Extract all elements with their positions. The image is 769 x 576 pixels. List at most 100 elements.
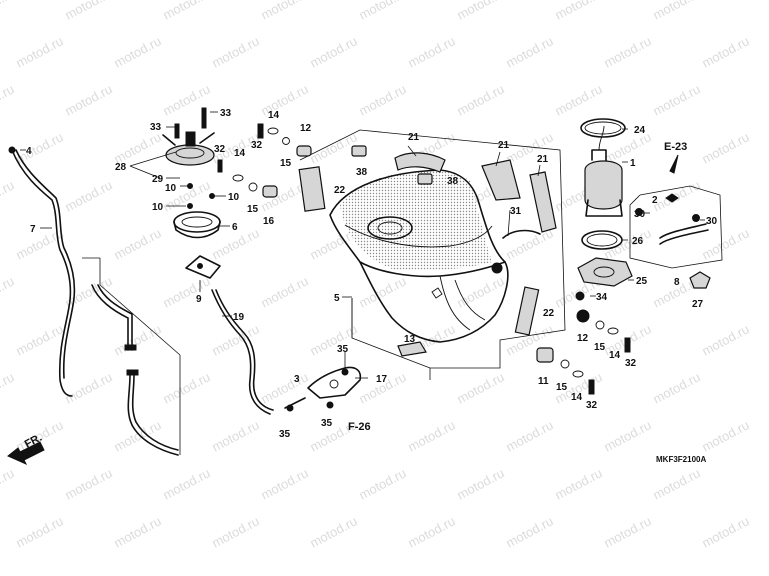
watermark-text: motod.ru (0, 177, 17, 214)
e23-arrow (669, 154, 679, 174)
fuel-tank-inner-line (344, 224, 493, 248)
callout-25: 25 (636, 276, 648, 287)
drain-tube-19 (211, 289, 271, 415)
callout-8: 8 (674, 277, 680, 288)
diagram-code: MKF3F2100A (656, 455, 706, 464)
screw-10c (187, 203, 193, 209)
filler-cap-lock (185, 131, 196, 147)
callout-27: 27 (692, 299, 704, 310)
bolt-32c (624, 337, 631, 353)
watermark-text: motod.ru (503, 513, 555, 550)
callout-21b: 21 (498, 140, 510, 151)
callout-19: 19 (233, 312, 245, 323)
watermark-text: motod.ru (111, 225, 163, 262)
filler-neck-body (173, 221, 221, 239)
watermark-text: motod.ru (356, 465, 408, 502)
watermark-text: motod.ru (454, 465, 506, 502)
callout-14a: 14 (234, 148, 246, 159)
callout-33a: 33 (220, 108, 232, 119)
fuel-pump-filter (585, 199, 623, 217)
callout-10b: 10 (228, 192, 240, 203)
watermark-text: motod.ru (650, 465, 702, 502)
fuel-pump-group (575, 118, 633, 301)
callout-13: 13 (404, 334, 416, 345)
watermark-text: motod.ru (405, 417, 457, 454)
fuel-tank-group (329, 169, 509, 343)
watermark-text: motod.ru (209, 513, 261, 550)
watermark-text: motod.ru (258, 369, 310, 406)
callout-10c: 10 (152, 202, 164, 213)
callout-1: 1 (630, 158, 636, 169)
callout-7: 7 (30, 224, 36, 235)
bolt-33a (201, 107, 207, 129)
callout-12a: 12 (300, 123, 312, 134)
filler-cap-inner (175, 147, 205, 159)
watermark-text: motod.ru (699, 33, 751, 70)
inset-e23-frame (629, 185, 723, 269)
watermark-text: motod.ru (258, 81, 310, 118)
callout-5: 5 (334, 293, 340, 304)
collar-15b (248, 182, 258, 192)
watermark-text: motod.ru (13, 33, 65, 70)
watermark-text: motod.ru (160, 273, 212, 310)
cushion-38b (417, 173, 433, 185)
clamp-4 (8, 146, 16, 154)
guide-27 (689, 271, 711, 289)
screw-10a (187, 183, 193, 189)
joint-hose-30 (659, 223, 707, 239)
watermark-text: motod.ru (650, 369, 702, 406)
grommet-12a (296, 145, 312, 157)
callout-24: 24 (634, 125, 646, 136)
watermark-text: motod.ru (160, 0, 212, 23)
callout-28: 28 (115, 162, 127, 173)
watermark-text: motod.ru (405, 513, 457, 550)
fuel-tank-filler-ring (367, 216, 413, 240)
watermark-text: motod.ru (552, 81, 604, 118)
watermark-text: motod.ru (503, 417, 555, 454)
hose-guide-line-3 (99, 284, 181, 356)
callout-31: 31 (510, 206, 522, 217)
packing-24 (580, 118, 626, 138)
watermark-text: motod.ru (0, 0, 17, 23)
hose-clamp-upper (124, 344, 137, 351)
packing-26-inner (586, 233, 618, 247)
cushion-38a (351, 145, 367, 157)
fuel-tank-fitting (491, 262, 503, 274)
callout-14d: 14 (571, 392, 583, 403)
fuel-tank-filler-inner (377, 221, 403, 235)
watermark-text: motod.ru (307, 513, 359, 550)
collar-15c (595, 320, 605, 330)
callout-15d: 15 (556, 382, 568, 393)
callout-2: 2 (652, 195, 658, 206)
nut-34 (575, 291, 585, 301)
callout-38a: 38 (356, 167, 368, 178)
callout-16: 16 (263, 216, 275, 227)
joint-hose-30-inner (659, 229, 709, 245)
callout-4: 4 (26, 146, 32, 157)
watermark-text: motod.ru (503, 33, 555, 70)
joint-30b (692, 214, 700, 222)
callout-35b: 35 (279, 429, 291, 440)
watermark-text: motod.ru (62, 465, 114, 502)
joint-30a (635, 208, 643, 216)
filler-neck-inner (181, 216, 213, 228)
watermark-text: motod.ru (160, 369, 212, 406)
callout-labels: 33 33 32 14 28 29 10 10 10 6 9 4 7 19 32… (26, 108, 718, 440)
callout-3: 3 (294, 374, 300, 385)
callout-10a: 10 (165, 183, 177, 194)
filler-cap-hinge (162, 132, 215, 146)
grommet-12b (576, 309, 590, 323)
callout-12b: 12 (577, 333, 589, 344)
grommet-16 (262, 185, 278, 198)
watermark-text: motod.ru (258, 273, 310, 310)
callout-22b: 22 (543, 308, 555, 319)
bracket-17 (307, 366, 362, 399)
fuel-pump-wiring (598, 125, 605, 151)
mount-pad-22a (298, 166, 326, 212)
clip-35c (326, 401, 334, 409)
watermark-text: motod.ru (62, 81, 114, 118)
callout-34: 34 (596, 292, 608, 303)
watermark-text: motod.ru (111, 33, 163, 70)
watermark-text: motod.ru (650, 177, 702, 214)
